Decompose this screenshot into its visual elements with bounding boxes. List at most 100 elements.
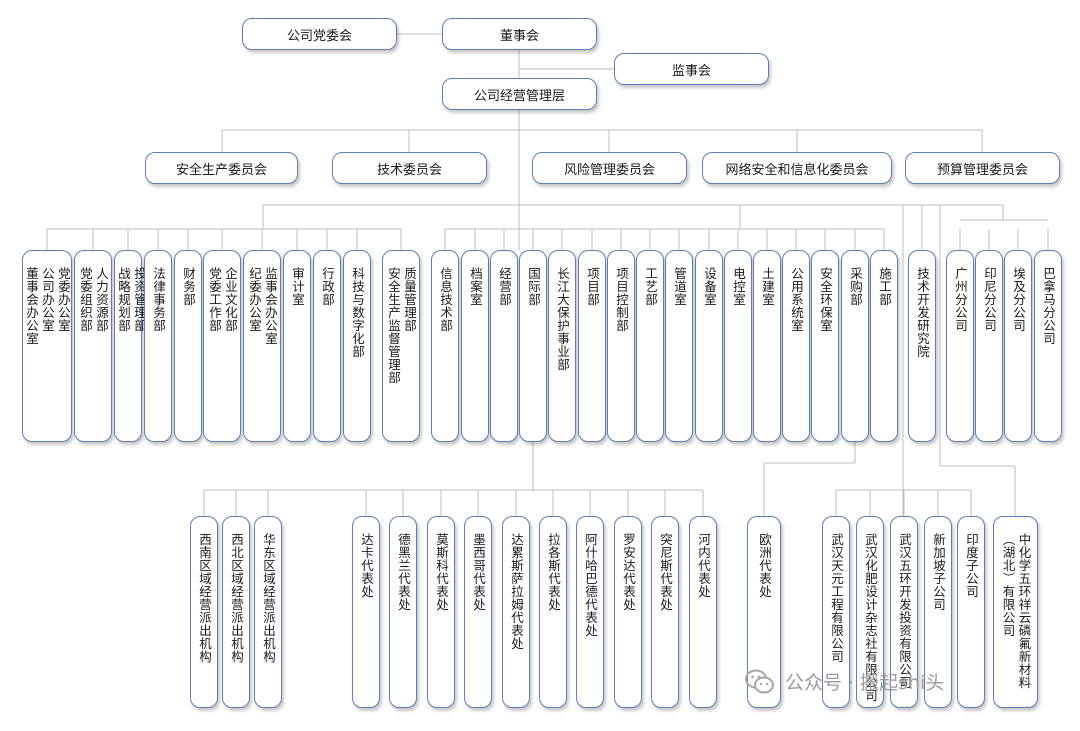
department-label: 电控室 [731,267,746,306]
department-label: 档案室 [468,267,483,306]
regional-office-box: 西南区域经营派出机构 [190,516,218,708]
rep-office-label: 阿什哈巴德代表处 [583,533,598,637]
rep-office-box: 达累斯萨拉姆代表处 [502,516,530,708]
department-label: 管道室 [672,267,687,306]
rep-office-label: 突尼斯代表处 [658,533,673,611]
department-label: 行政部 [320,267,335,306]
department-label: 人力资源部党委组织部 [78,267,109,332]
board-label: 董事会 [499,28,539,44]
rep-office-label: 达累斯萨拉姆代表处 [509,533,524,650]
subsidiary-label: 武汉天元工程有限公司 [829,533,844,663]
rep-office-box: 墨西哥代表处 [464,516,492,708]
department-box: 埃及分公司 [1004,250,1032,442]
department-box: 土建室 [753,250,781,442]
department-label: 经营部 [497,267,512,306]
department-label: 信息技术部 [438,267,453,332]
subsidiary-box: 武汉天元工程有限公司 [822,516,850,708]
subsidiary-label: 武汉五环开发投资有限公司 [897,533,912,689]
department-label: 法律事务部 [151,267,166,332]
committee-box: 风险管理委员会 [532,152,687,184]
wechat-icon [745,669,774,693]
department-box: 公用系统室 [782,250,810,442]
department-box: 安全环保室 [811,250,839,442]
department-box: 质量管理部安全生产监督管理部 [382,250,420,442]
department-box: 项目控制部 [607,250,635,442]
rep-office-box: 达卡代表处 [352,516,380,708]
committee-box: 技术委员会 [332,152,487,184]
department-label: 企业文化部党委工作部 [207,267,238,332]
department-label: 投资管理部战略规划部 [116,267,147,332]
department-label: 施工部 [877,267,892,306]
department-label: 项目控制部 [614,267,629,332]
subsidiary-box: 武汉五环开发投资有限公司 [890,516,918,708]
department-box: 施工部 [870,250,898,442]
rep-office-label: 河内代表处 [696,533,711,598]
department-label: 国际部 [526,267,541,306]
department-label: 科技与数字化部 [350,267,365,358]
department-box: 管道室 [665,250,693,442]
subsidiary-box: 印度子公司 [957,516,985,708]
committee-box: 预算管理委员会 [905,152,1060,184]
subsidiary-label: 中化学五环祥云磷氟新材料（湖北）有限公司 [1000,533,1032,689]
department-box: 科技与数字化部 [343,250,371,442]
department-label: 埃及分公司 [1011,267,1026,332]
rep-office-box: 德黑兰代表处 [389,516,417,708]
rep-office-box: 河内代表处 [689,516,717,708]
rep-office-label: 拉各斯代表处 [546,533,561,611]
department-box: 人力资源部党委组织部 [74,250,112,442]
committee-label: 技术委员会 [376,162,442,178]
department-box: 广州分公司 [946,250,974,442]
committee-label: 风险管理委员会 [563,162,655,178]
department-box: 巴拿马分公司 [1034,250,1062,442]
department-box: 企业文化部党委工作部 [203,250,241,442]
rep-office-label: 莫斯科代表处 [434,533,449,611]
committee-box: 安全生产委员会 [145,152,298,184]
department-box: 信息技术部 [431,250,459,442]
rep-office-box: 罗安达代表处 [614,516,642,708]
committee-label: 安全生产委员会 [175,162,267,178]
department-box: 投资管理部战略规划部 [114,250,147,442]
department-label: 安全环保室 [818,267,833,332]
department-label: 审计室 [290,267,305,306]
department-box: 技术开发研究院 [908,250,936,442]
department-label: 长江大保护事业部 [555,267,570,371]
department-label: 采购部 [848,267,863,306]
department-box: 财务部 [174,250,202,442]
board-box: 董事会 [442,18,597,50]
subsidiary-label: 印度子公司 [964,533,979,598]
department-label: 土建室 [760,267,775,306]
watermark-text: 公众号 · 搬起shi头 [785,672,945,694]
department-box: 国际部 [519,250,547,442]
department-label: 公用系统室 [789,267,804,332]
department-label: 技术开发研究院 [915,267,930,358]
party-committee-box: 公司党委会 [242,18,397,50]
rep-office-label: 达卡代表处 [359,533,374,598]
department-label: 财务部 [181,267,196,306]
regional-office-box: 西北区域经营派出机构 [222,516,250,708]
committee-box: 网络安全和信息化委员会 [702,152,892,184]
committee-label: 预算管理委员会 [936,162,1028,178]
department-label: 巴拿马分公司 [1041,267,1056,345]
department-box: 项目部 [578,250,606,442]
department-label: 印尼分公司 [982,267,997,332]
department-box: 采购部 [841,250,869,442]
regional-office-label: 西北区域经营派出机构 [229,533,244,663]
regional-office-label: 华东区域经营派出机构 [261,533,276,663]
committee-label: 网络安全和信息化委员会 [725,162,869,178]
subsidiary-label: 新加坡子公司 [931,533,946,611]
department-box: 设备室 [695,250,723,442]
department-label: 项目部 [585,267,600,306]
supervisory-box: 监事会 [614,53,769,85]
subsidiary-box: 新加坡子公司 [924,516,952,708]
subsidiary-label: 武汉化肥设计杂志社有限公司 [863,533,878,702]
party-committee-label: 公司党委会 [286,28,352,44]
department-box: 党委办公室公司办公室董事会办公室 [22,250,72,442]
department-label: 设备室 [702,267,717,306]
rep-office-label: 罗安达代表处 [621,533,636,611]
rep-office-label: 德黑兰代表处 [396,533,411,611]
department-box: 长江大保护事业部 [548,250,576,442]
europe-office-label: 欧洲代表处 [757,533,772,598]
rep-office-box: 拉各斯代表处 [539,516,567,708]
department-box: 法律事务部 [144,250,172,442]
